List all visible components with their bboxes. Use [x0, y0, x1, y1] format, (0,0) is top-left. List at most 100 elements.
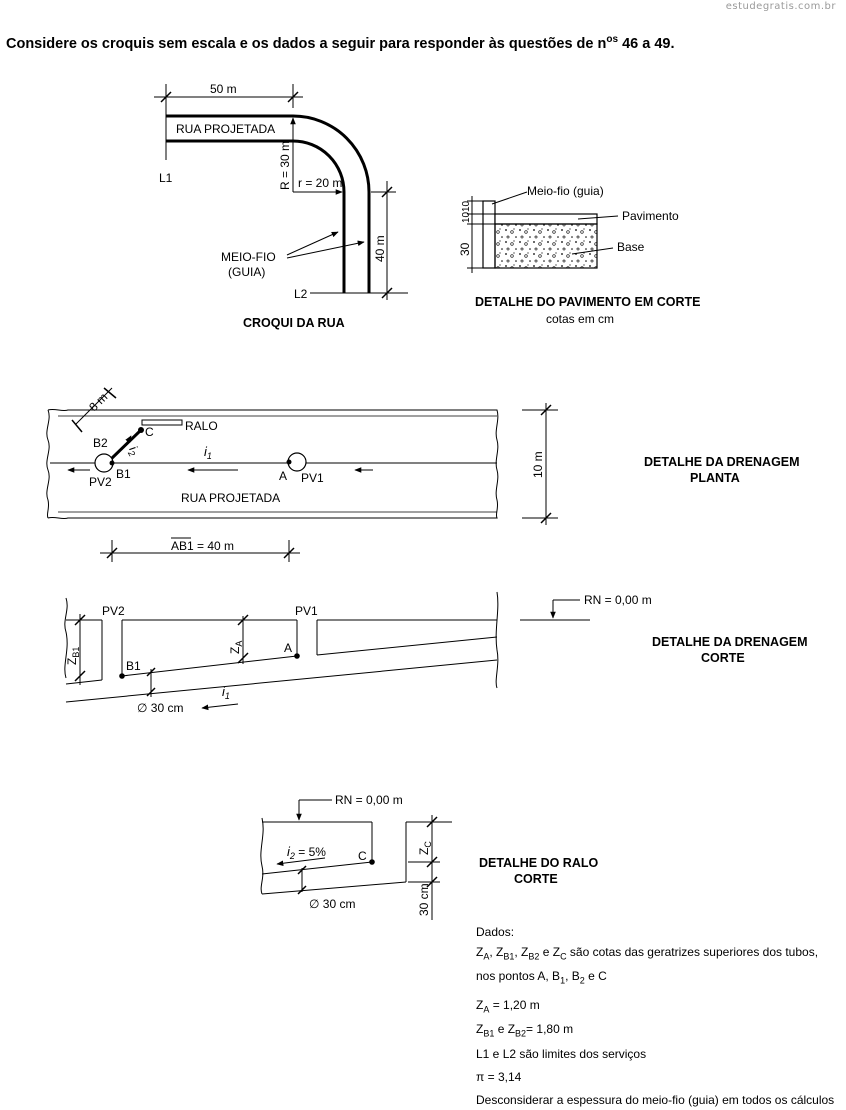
dados-l2-s1: 1 [560, 975, 566, 986]
dados-l1-t1: Z [476, 945, 484, 959]
dados-l1-t3: , Z [514, 945, 529, 959]
dados-line-2: nos pontos A, B1, B2 e C [476, 966, 841, 990]
dados-line-4: ZB1 e ZB2= 1,80 m [476, 1019, 841, 1043]
ralo-slope: i2 = 5% [287, 844, 326, 861]
z-C-sub: C [423, 841, 433, 848]
heading-text-end: 46 a 49. [618, 35, 675, 52]
point-A: A [279, 469, 287, 483]
guia-label: (GUIA) [228, 265, 265, 279]
slope-i2: i2 [125, 444, 143, 459]
dados-l4-s2: B2 [515, 1028, 527, 1039]
ralo-label: RALO [185, 419, 218, 433]
dados-title: Dados: [476, 925, 515, 939]
dados-l2-t2: , B [565, 969, 580, 984]
drenagem-planta: 8 m C RALO B2 i2 PV2 B1 A PV1 i1 RUA PRO… [46, 387, 800, 562]
slope-i1-sub: 1 [207, 451, 212, 461]
corte-rn-label: RN = 0,00 m [584, 593, 652, 607]
dados-l1-s1: A [483, 951, 490, 962]
dados-l1-s4: C [560, 951, 567, 962]
ralo-title-1: DETALHE DO RALO [479, 856, 598, 870]
z-B1: ZB1 [65, 647, 81, 665]
radius-r20: r = 20 m [298, 176, 342, 190]
dim-AB1: AB1 = 40 m [171, 539, 234, 553]
detalhe-pavimento: 10 10 30 Meio-fio (guia) Pavimento Base … [458, 184, 700, 326]
ralo-slope-value: = 5% [295, 845, 326, 859]
corte-slope-i1-letter: i [222, 684, 226, 699]
limit-L1: L1 [159, 171, 173, 185]
ralo-point-C: C [358, 849, 367, 863]
watermark: estudegratis.com.br [725, 1, 836, 12]
corte-point-B1: B1 [126, 659, 141, 673]
radius-R30: R = 30 m [278, 141, 292, 190]
heading-text: Considere os croquis sem escala e os dad… [6, 35, 607, 52]
z-A-sub: A [234, 641, 244, 647]
slope-i2-sub: 2 [126, 448, 138, 458]
corte-point-A: A [284, 641, 292, 655]
dim-50m: 50 m [210, 82, 237, 96]
heading-superscript: os [606, 34, 619, 45]
dados-block: Dados: ZA, ZB1, ZB2 e ZC são cotas das g… [476, 922, 841, 1110]
corte-slope-i1-sub: 1 [225, 691, 230, 701]
planta-title-2: PLANTA [690, 471, 740, 485]
dim-10m: 10 m [531, 451, 545, 478]
meio-fio-label: MEIO-FIO [221, 250, 276, 264]
limit-L2: L2 [294, 287, 308, 301]
dados-l1-s2: B1 [503, 951, 515, 962]
drenagem-corte: ZB1 ZA PV2 PV1 B1 A ∅ 30 cm i1 RN = 0,00… [64, 591, 808, 715]
corte-title-2: CORTE [701, 651, 745, 665]
pv1-label: PV1 [301, 471, 324, 485]
corte-slope-i1: i1 [222, 684, 230, 701]
dados-l1-t4: e Z [539, 945, 561, 959]
dados-line-6: π = 3,14 [476, 1069, 522, 1084]
dados-l1-t5: são cotas das geratrizes superiores dos … [566, 945, 819, 959]
dim-10cm-b: 10 [461, 211, 472, 223]
dados-l4-t3: = 1,80 m [526, 1022, 574, 1037]
ralo-rn-label: RN = 0,00 m [335, 793, 403, 807]
corte-diameter: ∅ 30 cm [137, 701, 183, 715]
point-B1: B1 [116, 467, 131, 481]
pavimento-title: DETALHE DO PAVIMENTO EM CORTE [475, 295, 700, 309]
dados-l2-s2: 2 [579, 975, 585, 986]
ralo-diameter: ∅ 30 cm [309, 897, 355, 911]
ab1-value: = 40 m [194, 539, 234, 553]
meio-fio-guia-label: Meio-fio (guia) [527, 184, 604, 198]
croqui-title: CROQUI DA RUA [243, 316, 345, 330]
page-heading: Considere os croquis sem escala e os dad… [6, 34, 674, 52]
dados-l3-t2: = 1,20 m [489, 997, 540, 1012]
z-C: ZC [417, 841, 433, 855]
slope-i1: i1 [204, 444, 212, 461]
ab1-label: AB1 [171, 539, 194, 553]
dados-line-3: ZA = 1,20 m [476, 995, 841, 1019]
ralo-corte: C i2 = 5% RN = 0,00 m ZC 30 cm ∅ 30 cm D… [260, 793, 598, 920]
ralo-dim-30cm: 30 cm [417, 883, 431, 916]
slope-i1-letter: i [204, 444, 208, 459]
ralo-slope-sub: 2 [289, 851, 295, 861]
croqui-da-rua: 50 m RUA PROJETADA R = 30 m r = 20 m L1 … [154, 82, 408, 330]
dados-line-1: ZA, ZB1, ZB2 e ZC são cotas das geratriz… [476, 942, 841, 966]
z-A-letter: Z [228, 647, 242, 654]
corte-pv2-label: PV2 [102, 604, 125, 618]
pavimento-label: Pavimento [622, 209, 679, 223]
ralo-slope-letter: i [287, 844, 291, 859]
rua-projetada-planta: RUA PROJETADA [181, 491, 280, 505]
dados-l4-t1: Z [476, 1022, 484, 1037]
planta-title-1: DETALHE DA DRENAGEM [644, 455, 800, 469]
z-B1-letter: Z [65, 658, 79, 665]
corte-pv1-label: PV1 [295, 604, 318, 618]
dados-l2-t1: nos pontos A, B [476, 969, 561, 984]
pv2-label: PV2 [89, 475, 112, 489]
rua-projetada-label: RUA PROJETADA [176, 122, 275, 136]
base-label: Base [617, 240, 645, 254]
slope-i2-letter: i [126, 444, 140, 454]
point-B2: B2 [93, 436, 108, 450]
ralo-title-2: CORTE [514, 872, 558, 886]
dados-l2-t3: e C [584, 969, 607, 984]
dados-l4-t2: e Z [494, 1022, 516, 1037]
z-A: ZA [228, 641, 244, 654]
dados-l1-s3: B2 [528, 951, 540, 962]
z-C-letter: Z [417, 848, 431, 855]
dim-30cm: 30 [458, 242, 472, 256]
corte-title-1: DETALHE DA DRENAGEM [652, 635, 808, 649]
dados-l4-s1: B1 [483, 1028, 495, 1039]
